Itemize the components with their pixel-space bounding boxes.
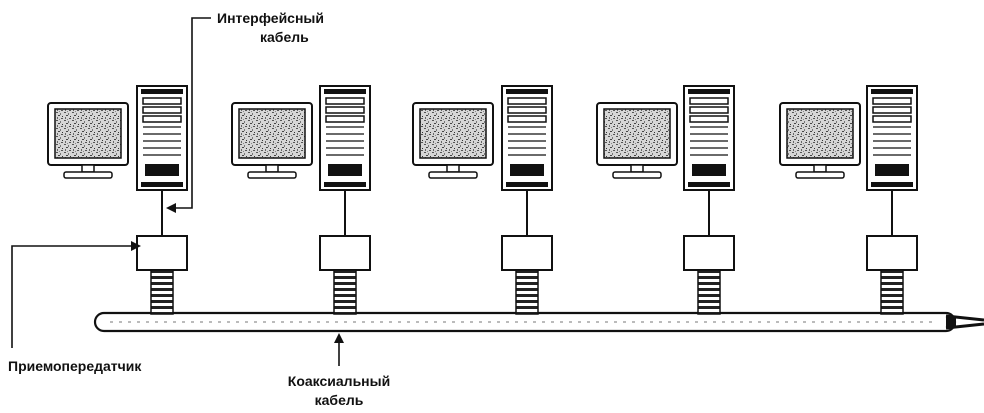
workstation-1 <box>47 85 188 315</box>
monitor-screen <box>786 108 854 159</box>
tower-top <box>688 89 730 94</box>
monitor-base <box>428 171 478 179</box>
transceiver-box <box>501 235 553 271</box>
monitor-base <box>612 171 662 179</box>
drive-bay <box>507 115 547 123</box>
drive-bay <box>872 106 912 114</box>
drive-bay <box>872 115 912 123</box>
coaxial-cable <box>93 311 984 333</box>
tower-case <box>866 85 918 191</box>
tower-foot <box>871 182 913 187</box>
drive-bay <box>325 115 365 123</box>
tower-foot <box>688 182 730 187</box>
drive-bay <box>325 97 365 105</box>
interface-cable-callout <box>166 17 211 213</box>
transceiver-box <box>866 235 918 271</box>
tower-panel <box>328 164 362 176</box>
tower-foot <box>141 182 183 187</box>
tower-case <box>683 85 735 191</box>
coax-callout <box>334 333 344 366</box>
drive-bay <box>142 106 182 114</box>
cable-tap <box>333 269 357 315</box>
drive-bay <box>872 97 912 105</box>
transceiver-callout <box>11 241 141 348</box>
monitor-neck <box>446 164 460 173</box>
workstation-5 <box>779 85 918 315</box>
workstation-4 <box>596 85 735 315</box>
transceiver-box <box>136 235 188 271</box>
transceiver-box <box>319 235 371 271</box>
monitor-neck <box>81 164 95 173</box>
tower-top <box>506 89 548 94</box>
drive-bay <box>689 106 729 114</box>
tower-case <box>501 85 553 191</box>
workstation-3 <box>412 85 553 315</box>
drive-bay <box>325 106 365 114</box>
drive-bay <box>142 115 182 123</box>
tower-case <box>136 85 188 191</box>
cable-tap <box>697 269 721 315</box>
monitor-neck <box>265 164 279 173</box>
coaxial-cable-label-line2: кабель <box>314 392 364 408</box>
cable-tap <box>150 269 174 315</box>
tower-panel <box>692 164 726 176</box>
monitor <box>231 102 313 179</box>
workstation-2 <box>231 85 371 315</box>
monitor-base <box>795 171 845 179</box>
monitor-base <box>63 171 113 179</box>
tower-panel <box>510 164 544 176</box>
monitor-screen <box>238 108 306 159</box>
drive-bay <box>689 97 729 105</box>
drive-bay <box>507 97 547 105</box>
cable-tap <box>880 269 904 315</box>
monitor <box>47 102 129 179</box>
monitor <box>596 102 678 179</box>
monitor <box>412 102 494 179</box>
drive-bay <box>142 97 182 105</box>
tower-foot <box>506 182 548 187</box>
monitor-neck <box>630 164 644 173</box>
monitor-screen <box>54 108 122 159</box>
monitor-neck <box>813 164 827 173</box>
tower-top <box>324 89 366 94</box>
interface-cable-label-line1: Интерфейсный <box>217 10 324 26</box>
drive-bay <box>689 115 729 123</box>
tower-top <box>141 89 183 94</box>
transceiver-label: Приемопередатчик <box>8 358 142 374</box>
tower-top <box>871 89 913 94</box>
coaxial-cable-label-line1: Коаксиальный <box>287 373 391 389</box>
cable-tap <box>515 269 539 315</box>
drive-bay <box>507 106 547 114</box>
tower-panel <box>145 164 179 176</box>
tower-foot <box>324 182 366 187</box>
transceiver-box <box>683 235 735 271</box>
monitor-screen <box>419 108 487 159</box>
monitor-base <box>247 171 297 179</box>
interface-cable-label-line2: кабель <box>260 29 309 45</box>
tower-panel <box>875 164 909 176</box>
monitor-screen <box>603 108 671 159</box>
monitor <box>779 102 861 179</box>
tower-case <box>319 85 371 191</box>
stations-layer <box>47 85 918 315</box>
